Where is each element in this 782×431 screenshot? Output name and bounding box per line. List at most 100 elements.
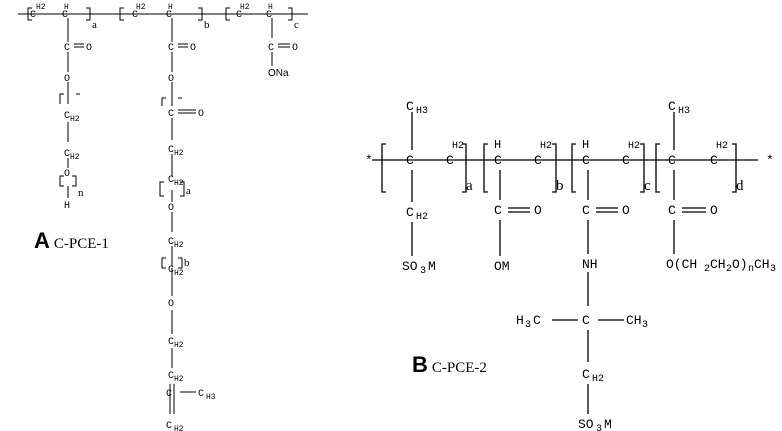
- svg-text:H2: H2: [174, 149, 184, 158]
- svg-text:C: C: [166, 421, 172, 431]
- svg-text:C: C: [268, 43, 274, 54]
- svg-text:H: H: [516, 313, 524, 328]
- svg-text:b: b: [204, 19, 210, 31]
- svg-text:C: C: [406, 99, 414, 114]
- svg-text:3: 3: [525, 320, 531, 331]
- svg-text:C: C: [166, 10, 172, 21]
- svg-text:H: H: [494, 138, 501, 152]
- svg-text:C: C: [406, 153, 414, 168]
- svg-text:CH: CH: [626, 313, 642, 328]
- svg-text:H2: H2: [174, 241, 184, 250]
- svg-text:3: 3: [596, 424, 602, 431]
- svg-text:H2: H2: [628, 141, 640, 152]
- svg-text:C: C: [132, 10, 138, 21]
- svg-text:2: 2: [726, 264, 732, 275]
- svg-text:O: O: [534, 203, 542, 218]
- svg-text:H2: H2: [136, 3, 146, 12]
- a-bracket-open-c: [225, 7, 230, 21]
- svg-text:H3: H3: [678, 106, 690, 117]
- svg-text:*: *: [766, 153, 774, 168]
- a-bracket-close-b: [198, 7, 203, 21]
- svg-text:C: C: [266, 10, 272, 21]
- svg-text:C: C: [582, 153, 590, 168]
- svg-text:C: C: [168, 337, 174, 348]
- svg-text:O: O: [190, 43, 196, 54]
- svg-text:H: H: [268, 3, 273, 12]
- svg-text:C: C: [446, 153, 454, 168]
- svg-text:O: O: [198, 109, 204, 120]
- svg-text:C: C: [168, 237, 174, 248]
- svg-text:O: O: [64, 74, 70, 85]
- svg-text:NH: NH: [582, 257, 598, 272]
- svg-text:SO: SO: [578, 417, 594, 431]
- svg-text:H2: H2: [70, 115, 80, 124]
- svg-text:C: C: [64, 149, 70, 160]
- svg-text:H2: H2: [240, 3, 250, 12]
- svg-text:O: O: [64, 169, 70, 180]
- svg-text:H3: H3: [206, 393, 216, 402]
- svg-text:H2: H2: [70, 153, 80, 162]
- svg-text:3: 3: [642, 320, 648, 331]
- svg-text:H3: H3: [416, 106, 428, 117]
- svg-text:H2: H2: [174, 179, 184, 188]
- svg-text:3: 3: [420, 266, 426, 277]
- svg-text:C: C: [622, 153, 630, 168]
- svg-text:3: 3: [770, 264, 776, 275]
- svg-text:H2: H2: [174, 375, 184, 384]
- svg-text:C: C: [168, 109, 174, 120]
- svg-text:C: C: [64, 111, 70, 122]
- svg-text:C: C: [168, 265, 174, 276]
- svg-text:CH: CH: [710, 257, 726, 272]
- svg-text:C: C: [668, 99, 676, 114]
- svg-text:C: C: [668, 203, 676, 218]
- svg-text:C: C: [582, 313, 590, 328]
- svg-text:C: C: [168, 145, 174, 156]
- svg-text:C: C: [668, 153, 676, 168]
- svg-text:O): O): [732, 257, 748, 272]
- svg-text:H: H: [64, 201, 70, 212]
- svg-text:O(CH: O(CH: [666, 257, 697, 272]
- svg-text:H2: H2: [416, 212, 428, 223]
- svg-text:O: O: [710, 203, 718, 218]
- a-bracket-close-a: [86, 7, 91, 21]
- svg-text:C: C: [64, 43, 70, 54]
- svg-text:c: c: [644, 178, 651, 194]
- svg-text:SO: SO: [402, 259, 418, 274]
- svg-text:a: a: [92, 19, 97, 31]
- a-bracket-open-a: [27, 7, 32, 21]
- svg-text:H2: H2: [174, 425, 184, 431]
- svg-text:M: M: [428, 259, 436, 274]
- structure-a-caption: A C-PCE-1: [34, 228, 109, 254]
- svg-text:H2: H2: [716, 141, 728, 152]
- svg-text:C: C: [582, 367, 590, 382]
- structure-a-letter: A: [34, 228, 50, 253]
- svg-text:c: c: [294, 19, 299, 31]
- svg-text:O: O: [168, 74, 174, 85]
- svg-text:O: O: [622, 203, 630, 218]
- svg-text:H: H: [582, 138, 589, 152]
- svg-text:H2: H2: [174, 269, 184, 278]
- svg-text:H2: H2: [36, 3, 46, 12]
- svg-text:H: H: [64, 3, 69, 12]
- svg-text:b: b: [556, 178, 564, 194]
- svg-text:C: C: [168, 43, 174, 54]
- svg-text:O: O: [168, 203, 174, 214]
- svg-text:CH: CH: [754, 257, 770, 272]
- structure-b-name: C-PCE-2: [431, 360, 487, 376]
- svg-text:C: C: [166, 389, 172, 400]
- svg-text:H2: H2: [592, 374, 604, 385]
- svg-text:H2: H2: [452, 141, 464, 152]
- svg-text:H2: H2: [174, 341, 184, 350]
- svg-text:C: C: [406, 205, 414, 220]
- svg-text:O: O: [292, 43, 298, 54]
- svg-text:C: C: [534, 153, 542, 168]
- svg-text:*: *: [365, 153, 373, 168]
- svg-text:C: C: [710, 153, 718, 168]
- svg-text:C: C: [198, 389, 204, 400]
- a-atom-ch2-1: C: [30, 10, 36, 21]
- svg-text:OM: OM: [494, 259, 510, 274]
- svg-text:C: C: [533, 313, 541, 328]
